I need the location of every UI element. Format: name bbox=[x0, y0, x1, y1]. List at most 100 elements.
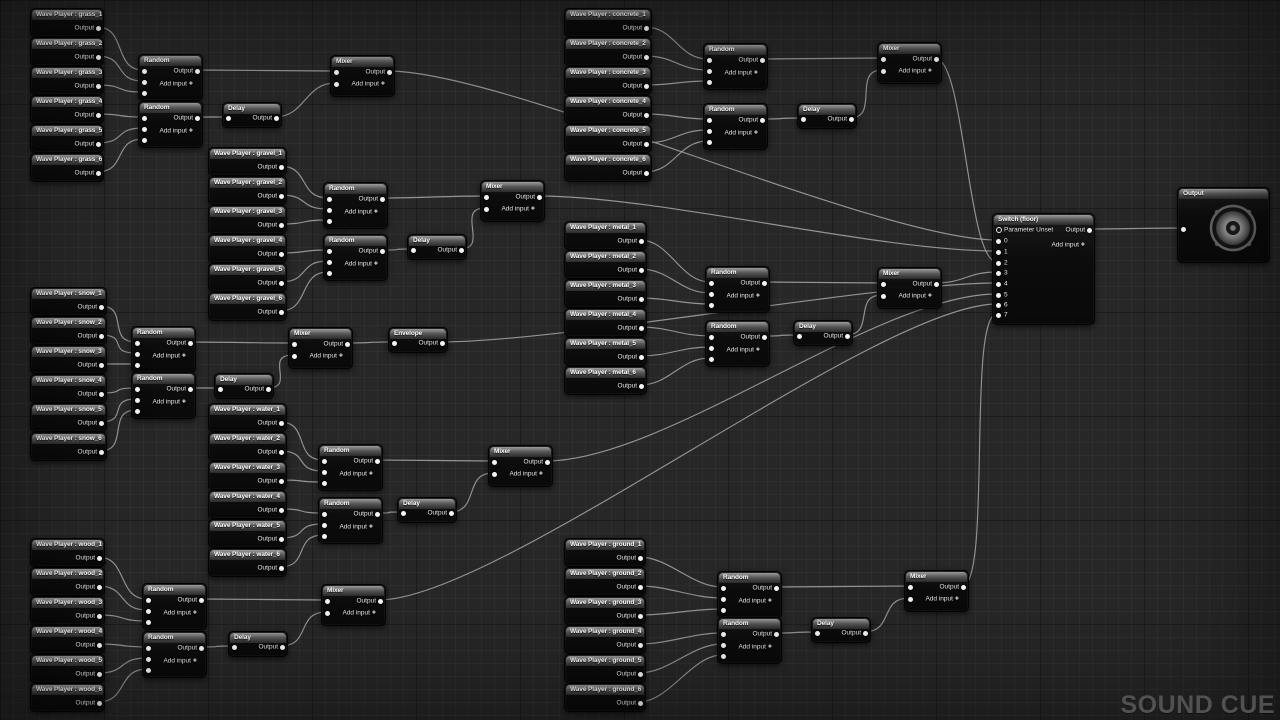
input-pin[interactable] bbox=[800, 116, 806, 122]
input-pin[interactable] bbox=[141, 115, 147, 121]
output-pin[interactable] bbox=[278, 309, 284, 315]
add-input-plus-icon[interactable]: + bbox=[380, 80, 385, 88]
output-pin[interactable] bbox=[95, 112, 101, 118]
input-pin[interactable] bbox=[321, 533, 327, 539]
output-pin[interactable] bbox=[265, 386, 271, 392]
switch-input-pin-3[interactable] bbox=[995, 270, 1001, 276]
input-pin[interactable] bbox=[483, 194, 489, 200]
output-pin[interactable] bbox=[439, 340, 445, 346]
input-pin[interactable] bbox=[225, 115, 231, 121]
input-pin[interactable] bbox=[326, 207, 332, 213]
output-pin[interactable] bbox=[278, 164, 284, 170]
add-input-plus-icon[interactable]: + bbox=[192, 657, 197, 665]
input-pin[interactable] bbox=[720, 585, 726, 591]
input-pin[interactable] bbox=[324, 598, 330, 604]
output-pin[interactable] bbox=[536, 194, 542, 200]
add-input-plus-icon[interactable]: + bbox=[373, 260, 378, 268]
input-pin[interactable] bbox=[880, 56, 886, 62]
input-pin[interactable] bbox=[483, 206, 489, 212]
output-pin[interactable] bbox=[194, 115, 200, 121]
input-pin[interactable] bbox=[145, 656, 151, 662]
output-pin[interactable] bbox=[98, 391, 104, 397]
input-pin[interactable] bbox=[814, 630, 820, 636]
input-pin[interactable] bbox=[720, 596, 726, 602]
output-pin[interactable] bbox=[773, 631, 779, 637]
output-pin[interactable] bbox=[95, 83, 101, 89]
output-pin[interactable] bbox=[187, 386, 193, 392]
output-pin[interactable] bbox=[344, 341, 350, 347]
switch-input-pin-5[interactable] bbox=[995, 292, 1001, 298]
output-pin[interactable] bbox=[96, 642, 102, 648]
add-input-plus-icon[interactable]: + bbox=[338, 352, 343, 360]
input-pin[interactable] bbox=[134, 408, 140, 414]
input-pin[interactable] bbox=[141, 79, 147, 85]
switch-input-pin-6[interactable] bbox=[995, 302, 1001, 308]
add-input-plus-icon[interactable]: + bbox=[371, 609, 376, 617]
add-input-plus-icon[interactable]: + bbox=[927, 67, 932, 75]
output-pin[interactable] bbox=[643, 83, 649, 89]
output-pin[interactable] bbox=[643, 54, 649, 60]
output-pin[interactable] bbox=[278, 251, 284, 257]
input-pin[interactable] bbox=[708, 291, 714, 297]
output-pin[interactable] bbox=[96, 700, 102, 706]
output-pin[interactable] bbox=[637, 642, 643, 648]
output-pin[interactable] bbox=[95, 25, 101, 31]
input-pin[interactable] bbox=[400, 510, 406, 516]
input-pin[interactable] bbox=[880, 293, 886, 299]
output-pin[interactable] bbox=[643, 170, 649, 176]
input-pin[interactable] bbox=[720, 653, 726, 659]
input-pin[interactable] bbox=[391, 340, 397, 346]
switch-input-pin-1[interactable] bbox=[995, 249, 1001, 255]
input-pin[interactable] bbox=[708, 302, 714, 308]
output-pin[interactable] bbox=[960, 584, 966, 590]
output-pin[interactable] bbox=[638, 383, 644, 389]
output-pin[interactable] bbox=[637, 613, 643, 619]
output-pin[interactable] bbox=[98, 333, 104, 339]
input-pin[interactable] bbox=[145, 667, 151, 673]
output-pin[interactable] bbox=[278, 280, 284, 286]
add-input-plus-icon[interactable]: + bbox=[530, 205, 535, 213]
output-pin[interactable] bbox=[448, 510, 454, 516]
input-pin[interactable] bbox=[291, 341, 297, 347]
input-pin[interactable] bbox=[326, 196, 332, 202]
output-pin[interactable] bbox=[377, 598, 383, 604]
output-pin[interactable] bbox=[761, 334, 767, 340]
